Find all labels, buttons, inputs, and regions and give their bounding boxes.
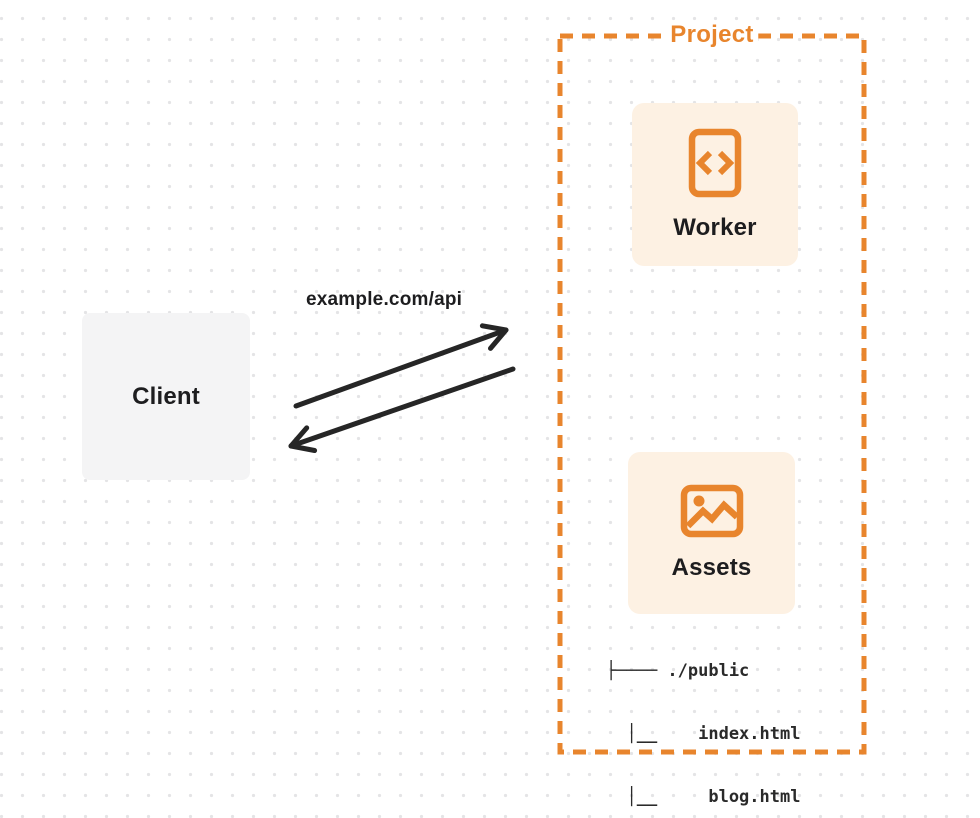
image-icon [680, 484, 743, 538]
assets-file-tree: ├──── ./public │__ index.html │__ blog.h… [606, 619, 800, 818]
response-arrow [288, 366, 516, 453]
worker-label: Worker [673, 213, 757, 241]
client-label: Client [132, 382, 200, 410]
file-tree-line: │__ index.html [606, 724, 801, 744]
project-container: Project [557, 21, 867, 755]
request-url-label: example.com/api [306, 289, 463, 310]
assets-node: Assets [628, 452, 795, 614]
file-tree-line: ├──── ./public [606, 661, 750, 681]
project-label: Project [665, 21, 759, 49]
worker-node: Worker [632, 103, 798, 266]
client-node: Client [82, 313, 250, 480]
file-tree-line: │__ blog.html [606, 787, 801, 807]
request-arrow [293, 323, 509, 409]
code-file-icon [688, 128, 742, 197]
project-dashed-border [557, 33, 867, 755]
assets-label: Assets [671, 554, 752, 581]
